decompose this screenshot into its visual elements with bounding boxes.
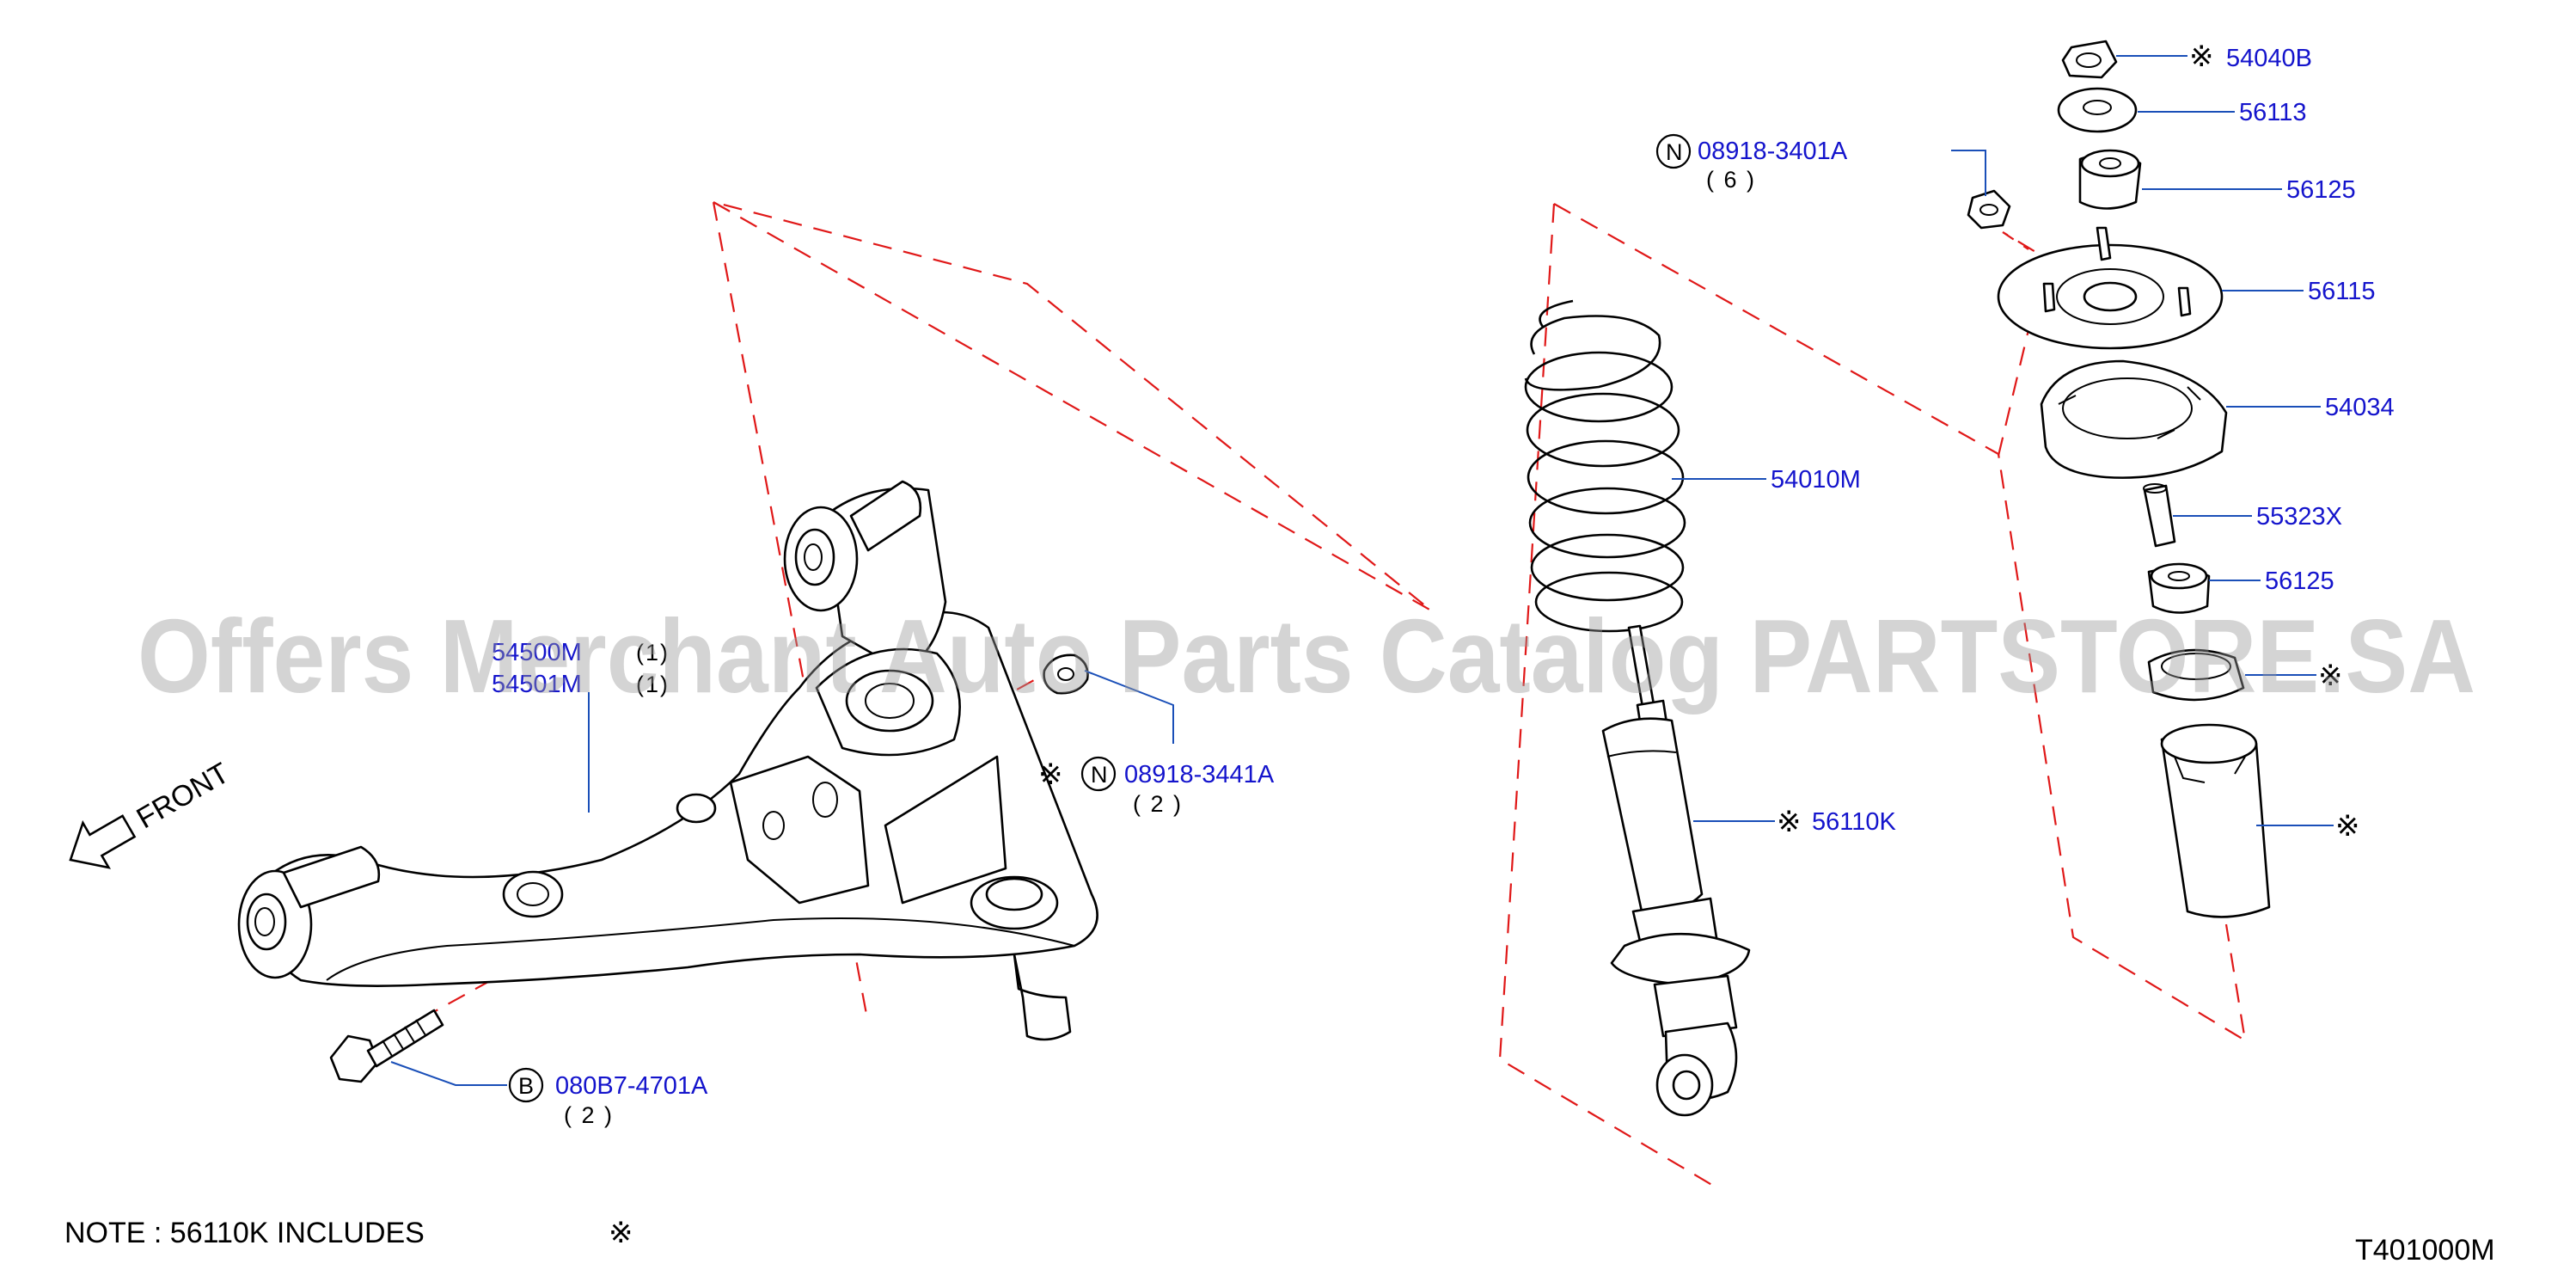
coil-spring-illustration bbox=[1524, 299, 1686, 633]
prefix-bolt: B bbox=[518, 1073, 535, 1099]
note-mark-nut-3441A: ※ bbox=[1038, 758, 1063, 792]
note-mark-54040B: ※ bbox=[2189, 40, 2214, 74]
note-text: NOTE : 56110K INCLUDES bbox=[64, 1217, 425, 1249]
front-arrow-icon bbox=[69, 814, 137, 869]
label-56110K[interactable]: 56110K bbox=[1812, 808, 1896, 836]
label-54010M[interactable]: 54010M bbox=[1771, 466, 1861, 494]
note-mark-bumper: ※ bbox=[2318, 659, 2343, 693]
lower-arm-illustration bbox=[237, 480, 1098, 1041]
front-label: FRONT bbox=[132, 757, 235, 835]
label-08918-3441A[interactable]: 08918-3441A bbox=[1124, 761, 1275, 788]
leader-lines bbox=[390, 55, 2334, 1086]
qty-08918-3401A: ( 6 ) bbox=[1706, 167, 1756, 193]
label-54501M[interactable]: 54501M bbox=[492, 671, 582, 698]
qty-08918-3441A: ( 2 ) bbox=[1133, 791, 1183, 817]
mount-stack-illustration bbox=[1967, 40, 2271, 918]
label-54500M[interactable]: 54500M bbox=[492, 639, 582, 666]
label-55323X[interactable]: 55323X bbox=[2256, 503, 2342, 531]
qty-54500M: (1) bbox=[636, 640, 670, 666]
diagram-code: T401000M bbox=[2355, 1234, 2495, 1267]
watermark: Offers Merchant Auto Parts Catalog PARTS… bbox=[138, 598, 2475, 715]
qty-54501M: (1) bbox=[636, 672, 670, 697]
mount-assembly-outline bbox=[1997, 231, 2047, 457]
note-mark: ※ bbox=[609, 1216, 633, 1250]
note-mark-56110K: ※ bbox=[1777, 805, 1802, 839]
bolt-illustration bbox=[329, 1009, 444, 1083]
shock-absorber-illustration bbox=[1601, 624, 1751, 1117]
label-56113[interactable]: 56113 bbox=[2239, 99, 2307, 126]
label-54034[interactable]: 54034 bbox=[2325, 394, 2395, 421]
label-56125-upper[interactable]: 56125 bbox=[2286, 176, 2356, 204]
label-56115[interactable]: 56115 bbox=[2308, 278, 2376, 305]
label-56125-lower[interactable]: 56125 bbox=[2265, 567, 2334, 595]
label-54040B[interactable]: 54040B bbox=[2226, 45, 2312, 72]
part-labels: ※ 54040B 56113 56125 56115 54034 55323X … bbox=[492, 40, 2395, 1128]
label-08918-3401A[interactable]: 08918-3401A bbox=[1698, 138, 1848, 165]
qty-080B7-4701A: ( 2 ) bbox=[564, 1102, 614, 1128]
prefix-nut-3401A: N bbox=[1666, 139, 1685, 165]
prefix-nut-3441A: N bbox=[1091, 762, 1110, 788]
note-mark-dust-cover: ※ bbox=[2335, 809, 2360, 844]
label-080B7-4701A[interactable]: 080B7-4701A bbox=[555, 1072, 708, 1100]
strut-assembly-outline bbox=[1498, 203, 2247, 1187]
front-indicator: FRONT bbox=[69, 757, 235, 869]
